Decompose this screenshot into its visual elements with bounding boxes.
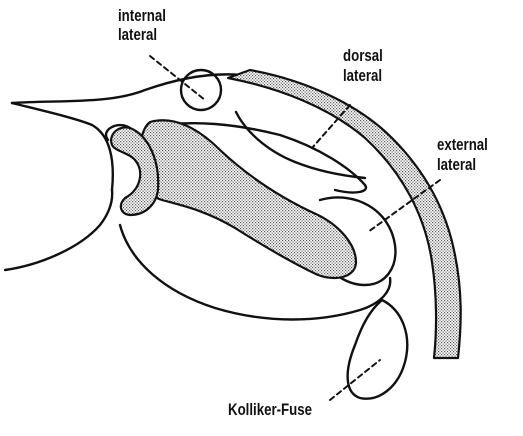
outer-outline-left (12, 103, 92, 125)
outer-outline-bottom (5, 190, 112, 270)
label-dorsal-lateral-1: dorsal (343, 46, 383, 65)
leader-internal-lateral (150, 56, 205, 100)
label-kolliker-fuse: Kolliker-Fuse (228, 400, 312, 419)
label-external-lateral-2: lateral (437, 155, 476, 174)
label-internal-lateral-1: internal (118, 6, 166, 25)
left-lobe (92, 125, 113, 190)
label-internal-lateral-2: lateral (118, 25, 157, 44)
kolliker-fuse-outline (348, 300, 408, 399)
label-external-lateral-1: external (437, 135, 488, 154)
label-dorsal-lateral-2: lateral (343, 66, 382, 85)
